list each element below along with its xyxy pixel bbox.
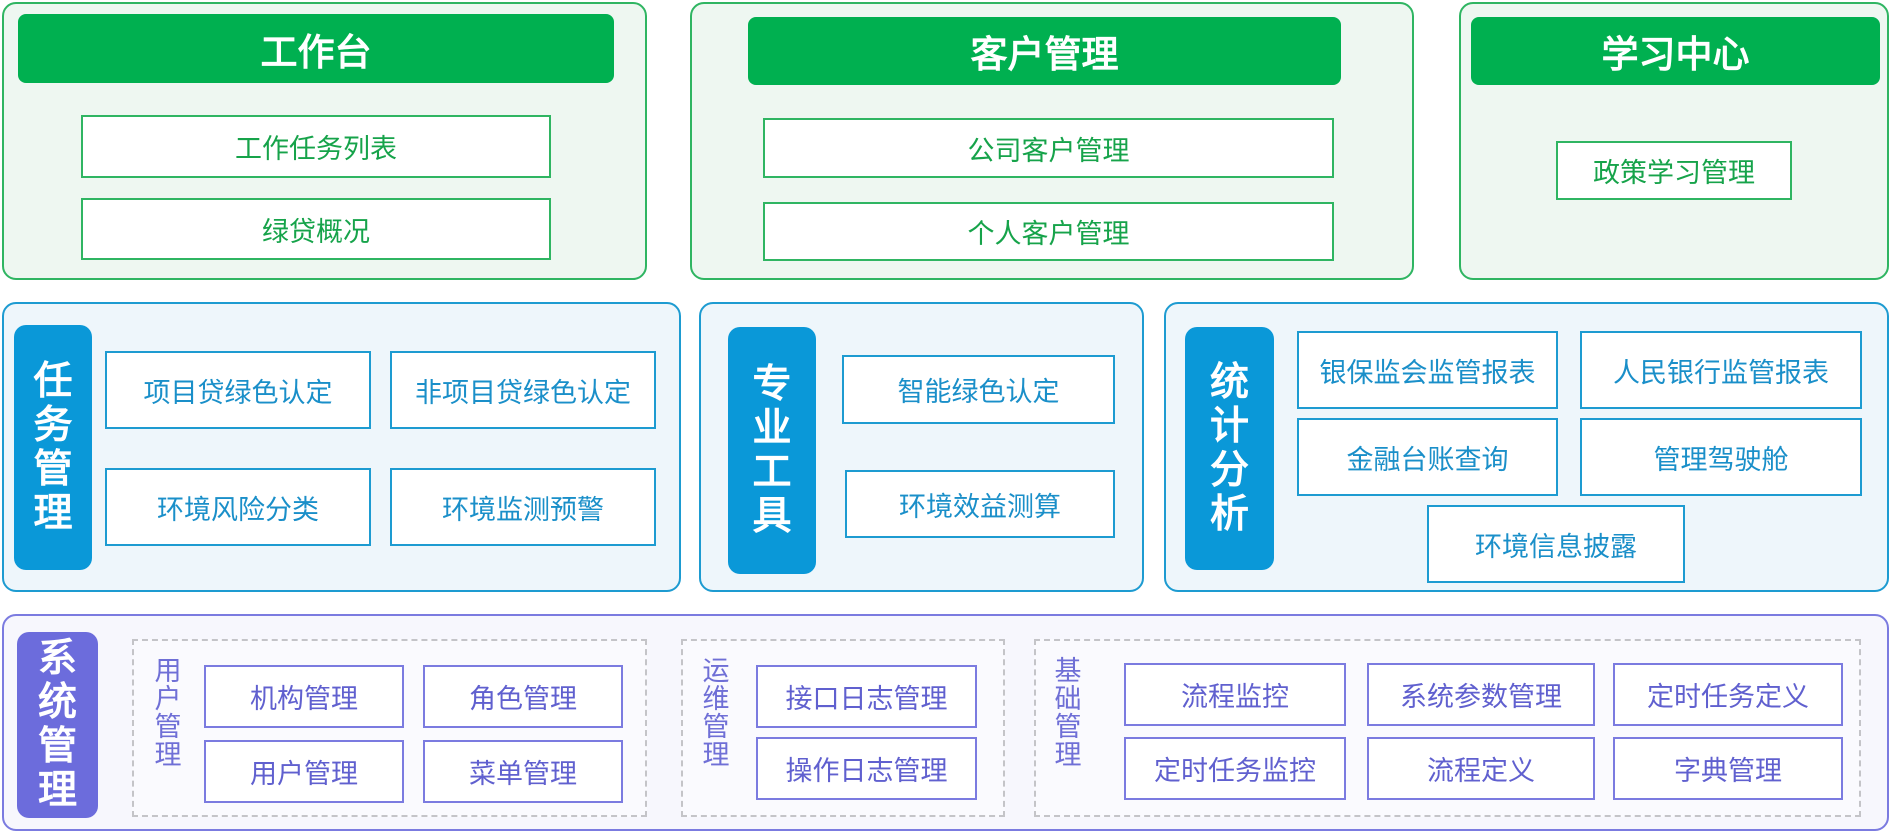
vertical-char: 析 — [1209, 491, 1249, 537]
system-user-group-label: 用户管理 — [148, 658, 188, 776]
system-title: 系统管理 — [17, 632, 98, 818]
system-item-sys-params[interactable]: 系统参数管理 — [1367, 663, 1595, 726]
workbench-item-task-list[interactable]: 工作任务列表 — [81, 115, 551, 178]
workbench-item-green-loan-overview[interactable]: 绿贷概况 — [81, 198, 551, 260]
system-item-menu[interactable]: 菜单管理 — [423, 740, 623, 803]
stats-title-text: 统计分析 — [1209, 359, 1249, 537]
system-base-group-label-text: 基础管理 — [1055, 658, 1082, 770]
system-item-flow-monitor[interactable]: 流程监控 — [1124, 663, 1346, 726]
task-item-non-project-loan[interactable]: 非项目贷绿色认定 — [390, 351, 656, 429]
system-base-group-label: 基础管理 — [1048, 658, 1088, 776]
stats-item-pboc-report[interactable]: 人民银行监管报表 — [1580, 331, 1862, 409]
vertical-char: 维 — [702, 684, 730, 715]
task-title: 任务管理 — [14, 325, 92, 570]
vertical-char: 分 — [1209, 447, 1249, 493]
task-item-project-loan[interactable]: 项目贷绿色认定 — [105, 351, 371, 429]
stats-item-cbirc-report[interactable]: 银保监会监管报表 — [1297, 331, 1558, 409]
vertical-char: 理 — [37, 768, 77, 813]
vertical-char: 任 — [33, 358, 73, 404]
vertical-char: 理 — [154, 740, 182, 771]
vertical-char: 理 — [702, 740, 730, 771]
system-item-op-log[interactable]: 操作日志管理 — [756, 737, 977, 800]
task-item-env-risk[interactable]: 环境风险分类 — [105, 468, 371, 546]
vertical-char: 系 — [37, 636, 77, 681]
system-item-dictionary[interactable]: 字典管理 — [1613, 737, 1843, 800]
system-title-text: 系统管理 — [38, 637, 77, 813]
vertical-char: 基 — [1054, 656, 1082, 687]
customer-title: 客户管理 — [748, 17, 1341, 85]
system-item-role[interactable]: 角色管理 — [423, 665, 623, 728]
learning-title: 学习中心 — [1471, 17, 1880, 85]
vertical-char: 计 — [1209, 403, 1249, 449]
vertical-char: 理 — [33, 490, 73, 536]
vertical-char: 理 — [1054, 740, 1082, 771]
vertical-char: 统 — [1209, 359, 1249, 405]
stats-item-env-disclosure[interactable]: 环境信息披露 — [1427, 505, 1685, 583]
system-item-flow-define[interactable]: 流程定义 — [1367, 737, 1595, 800]
system-item-org[interactable]: 机构管理 — [204, 665, 404, 728]
vertical-char: 用 — [154, 656, 182, 687]
system-user-group-label-text: 用户管理 — [155, 658, 182, 770]
vertical-char: 户 — [154, 684, 182, 715]
task-item-env-monitor[interactable]: 环境监测预警 — [390, 468, 656, 546]
system-item-api-log[interactable]: 接口日志管理 — [756, 665, 977, 728]
tools-title: 专业工具 — [728, 327, 816, 574]
vertical-char: 管 — [33, 446, 73, 492]
task-panel — [2, 302, 681, 592]
vertical-char: 管 — [1054, 712, 1082, 743]
system-item-timer-monitor[interactable]: 定时任务监控 — [1124, 737, 1346, 800]
tools-title-text: 专业工具 — [752, 361, 792, 539]
vertical-char: 具 — [752, 493, 792, 539]
vertical-char: 统 — [37, 680, 77, 725]
tools-item-smart-green[interactable]: 智能绿色认定 — [842, 355, 1115, 424]
stats-title: 统计分析 — [1185, 327, 1274, 570]
vertical-char: 础 — [1054, 684, 1082, 715]
stats-item-ledger-query[interactable]: 金融台账查询 — [1297, 418, 1558, 496]
system-item-user[interactable]: 用户管理 — [204, 740, 404, 803]
vertical-char: 工 — [752, 449, 792, 495]
stats-item-cockpit[interactable]: 管理驾驶舱 — [1580, 418, 1862, 496]
system-ops-group-label: 运维管理 — [696, 658, 736, 776]
workbench-title: 工作台 — [18, 14, 614, 83]
vertical-char: 管 — [702, 712, 730, 743]
tools-item-env-benefit[interactable]: 环境效益测算 — [845, 470, 1115, 538]
system-item-timer-define[interactable]: 定时任务定义 — [1613, 663, 1843, 726]
learning-item-policy[interactable]: 政策学习管理 — [1556, 141, 1792, 200]
system-ops-group-label-text: 运维管理 — [703, 658, 730, 770]
vertical-char: 业 — [752, 405, 792, 451]
vertical-char: 管 — [154, 712, 182, 743]
vertical-char: 专 — [752, 361, 792, 407]
customer-item-company[interactable]: 公司客户管理 — [763, 118, 1334, 178]
vertical-char: 运 — [702, 656, 730, 687]
vertical-char: 务 — [33, 402, 73, 448]
vertical-char: 管 — [37, 724, 77, 769]
customer-item-personal[interactable]: 个人客户管理 — [763, 202, 1334, 261]
task-title-text: 任务管理 — [33, 358, 73, 536]
